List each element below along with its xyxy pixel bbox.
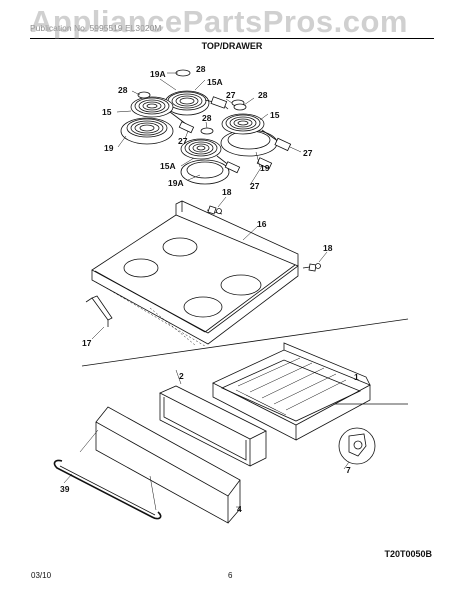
burner-back-left: [164, 69, 229, 116]
burner-front: [180, 127, 273, 185]
screw-18-top: [206, 205, 223, 215]
leader-lines: [91, 72, 328, 340]
bracket-17: [85, 295, 113, 327]
callout-27-right: 27: [303, 148, 313, 158]
drawer-roller-7: [338, 427, 376, 470]
drawer-handle-39: [53, 429, 162, 520]
callout-27-front: 27: [250, 181, 260, 191]
callout-39: 39: [60, 484, 70, 494]
callout-16: 16: [257, 219, 267, 229]
separator-line-upper: [81, 318, 409, 367]
callout-28-center: 28: [202, 113, 212, 123]
callout-17: 17: [82, 338, 92, 348]
cooktop-main-top: [91, 200, 299, 347]
callout-19-right: 19: [260, 163, 270, 173]
drawer-panel-4: [95, 406, 241, 524]
burner-left: [120, 91, 195, 145]
publication-header: Publication No. 5995519 EL3020M: [30, 23, 162, 33]
callout-15-right: 15: [270, 110, 280, 120]
callout-27-center: 27: [178, 136, 188, 146]
footer-page-number: 6: [228, 571, 233, 580]
drawer-body-1: [212, 342, 371, 441]
callout-19-left: 19: [104, 143, 114, 153]
callout-7: 7: [346, 465, 351, 475]
callout-15a-back: 15A: [207, 77, 223, 87]
callout-18-top: 18: [222, 187, 232, 197]
callout-28-top: 28: [196, 64, 206, 74]
callout-27-back: 27: [226, 90, 236, 100]
callout-19a-front: 19A: [168, 178, 184, 188]
callout-28-right: 28: [258, 90, 268, 100]
callout-4: 4: [237, 504, 242, 514]
callout-15-left: 15: [102, 107, 112, 117]
drawer-liner-2: [159, 369, 267, 467]
diagram-code: T20T0050B: [384, 549, 432, 559]
screw-18-right: [302, 263, 321, 272]
callout-1: 1: [354, 372, 359, 382]
callout-2: 2: [179, 371, 184, 381]
footer-date: 03/10: [31, 571, 52, 580]
callout-19a-back: 19A: [150, 69, 166, 79]
section-title: TOP/DRAWER: [201, 41, 263, 51]
callout-15a-front: 15A: [160, 161, 176, 171]
watermark: AppliancePartsPros.com: [30, 4, 408, 39]
callout-28-left: 28: [118, 85, 128, 95]
burner-right: [220, 103, 292, 157]
callout-18-right: 18: [323, 243, 333, 253]
title-rule: [30, 38, 434, 39]
